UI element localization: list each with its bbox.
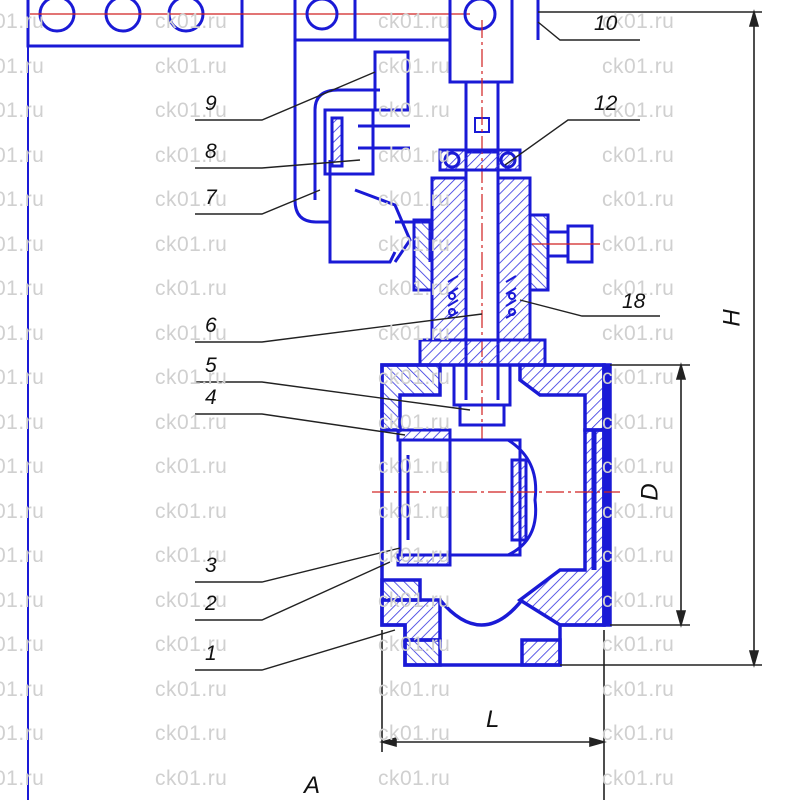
watermark-text: ck01.ru bbox=[0, 455, 45, 478]
watermark-text: ck01.ru bbox=[0, 499, 45, 523]
watermark-text: ck01.ru bbox=[602, 321, 675, 345]
dimension-lines bbox=[379, 9, 762, 800]
watermark-text: ck01.ru bbox=[0, 277, 45, 300]
watermark-text: ck01.ru bbox=[0, 410, 45, 434]
watermark-text: ck01.ru bbox=[602, 143, 675, 167]
watermark-text: ck01.ru bbox=[378, 544, 451, 567]
watermark-text: ck01.ru bbox=[0, 54, 45, 78]
watermark-text: ck01.ru bbox=[602, 722, 675, 745]
watermark-text: ck01.ru bbox=[0, 99, 45, 122]
watermark-text: ck01.ru bbox=[0, 188, 45, 211]
callout-9: 9 bbox=[205, 92, 217, 115]
watermark-text: ck01.ru bbox=[378, 143, 451, 167]
watermark-text: ck01.ru bbox=[602, 499, 675, 523]
watermark-text: ck01.ru bbox=[0, 10, 45, 33]
watermark-text: ck01.ru bbox=[0, 633, 45, 656]
watermark-text: ck01.ru bbox=[155, 588, 228, 612]
watermark-text: ck01.ru bbox=[378, 633, 451, 656]
bracket-arm bbox=[293, 40, 432, 264]
watermark-text: ck01.ru bbox=[0, 544, 45, 567]
watermark-text: ck01.ru bbox=[602, 677, 675, 701]
watermark-text: ck01.ru bbox=[0, 766, 45, 790]
watermark-text: ck01.ru bbox=[378, 499, 451, 523]
dimension-h-label: H bbox=[718, 309, 746, 327]
watermark-text: ck01.ru bbox=[155, 54, 228, 78]
watermark-text: ck01.ru bbox=[378, 99, 451, 122]
bonnet bbox=[412, 176, 600, 407]
callout-1: 1 bbox=[205, 642, 217, 665]
watermark-text: ck01.ru bbox=[155, 766, 228, 790]
watermark-text: ck01.ru bbox=[378, 188, 451, 211]
callout-4: 4 bbox=[205, 386, 217, 409]
watermark-text: ck01.ru bbox=[602, 277, 675, 300]
watermark-text: ck01.ru bbox=[378, 722, 451, 745]
watermark-text: ck01.ru bbox=[155, 677, 228, 701]
callout-5: 5 bbox=[205, 354, 217, 377]
callout-18: 18 bbox=[622, 290, 646, 313]
watermark-text: ck01.ru bbox=[602, 232, 675, 256]
watermark-text: ck01.ru bbox=[155, 366, 228, 389]
dimension-l-label: L bbox=[486, 706, 500, 733]
watermark-text: ck01.ru bbox=[378, 410, 451, 434]
watermark-text: ck01.ru bbox=[378, 366, 451, 389]
watermark-text: ck01.ru bbox=[378, 10, 451, 33]
watermark-text: ck01.ru bbox=[155, 722, 228, 745]
watermark-text: ck01.ru bbox=[602, 410, 675, 434]
watermark-text: ck01.ru bbox=[155, 188, 228, 211]
watermark-text: ck01.ru bbox=[0, 143, 45, 167]
callout-10: 10 bbox=[594, 12, 618, 35]
watermark-text: ck01.ru bbox=[155, 410, 228, 434]
watermark-text: ck01.ru bbox=[0, 366, 45, 389]
watermark-text: ck01.ru bbox=[155, 99, 228, 122]
watermark-text: ck01.ru bbox=[0, 232, 45, 256]
watermark-text: ck01.ru bbox=[378, 321, 451, 345]
watermark-text: ck01.ru bbox=[0, 722, 45, 745]
watermark-text: ck01.ru bbox=[602, 188, 675, 211]
watermark-text: ck01.ru bbox=[378, 455, 451, 478]
watermark-text: ck01.ru bbox=[155, 499, 228, 523]
watermark-text: ck01.ru bbox=[155, 143, 228, 167]
callout-12: 12 bbox=[594, 92, 618, 115]
callout-7: 7 bbox=[205, 186, 217, 209]
dimension-d-label: D bbox=[636, 483, 664, 501]
dimension-a-label: A bbox=[304, 772, 321, 799]
watermark-text: ck01.ru bbox=[378, 766, 451, 790]
watermark-text: ck01.ru bbox=[602, 54, 675, 78]
watermark-text: ck01.ru bbox=[378, 232, 451, 256]
watermark-text: ck01.ru bbox=[602, 455, 675, 478]
watermark-text: ck01.ru bbox=[602, 544, 675, 567]
callout-3: 3 bbox=[205, 554, 217, 577]
watermark-text: ck01.ru bbox=[602, 10, 675, 33]
watermark-text: ck01.ru bbox=[602, 99, 675, 122]
watermark-text: ck01.ru bbox=[155, 321, 228, 345]
watermark-text: ck01.ru bbox=[0, 677, 45, 701]
watermark-text: ck01.ru bbox=[0, 588, 45, 612]
callout-leaders bbox=[195, 21, 660, 671]
watermark-text: ck01.ru bbox=[155, 277, 228, 300]
watermark-text: ck01.ru bbox=[378, 588, 451, 612]
callout-6: 6 bbox=[205, 314, 217, 337]
callout-8: 8 bbox=[205, 140, 217, 163]
top-bracket bbox=[26, 0, 470, 800]
watermark-text: ck01.ru bbox=[602, 588, 675, 612]
watermark-text: ck01.ru bbox=[155, 10, 228, 33]
watermark-text: ck01.ru bbox=[378, 54, 451, 78]
watermark-text: ck01.ru bbox=[378, 677, 451, 701]
watermark-text: ck01.ru bbox=[602, 633, 675, 656]
watermark-text: ck01.ru bbox=[155, 633, 228, 656]
disc bbox=[372, 403, 620, 567]
watermark-text: ck01.ru bbox=[155, 232, 228, 256]
watermark-text: ck01.ru bbox=[155, 544, 228, 567]
watermark-text: ck01.ru bbox=[602, 766, 675, 790]
watermark-text: ck01.ru bbox=[155, 455, 228, 478]
callout-2: 2 bbox=[205, 592, 217, 615]
watermark-text: ck01.ru bbox=[378, 277, 451, 300]
watermark-text: ck01.ru bbox=[0, 321, 45, 345]
watermark-text: ck01.ru bbox=[602, 366, 675, 389]
